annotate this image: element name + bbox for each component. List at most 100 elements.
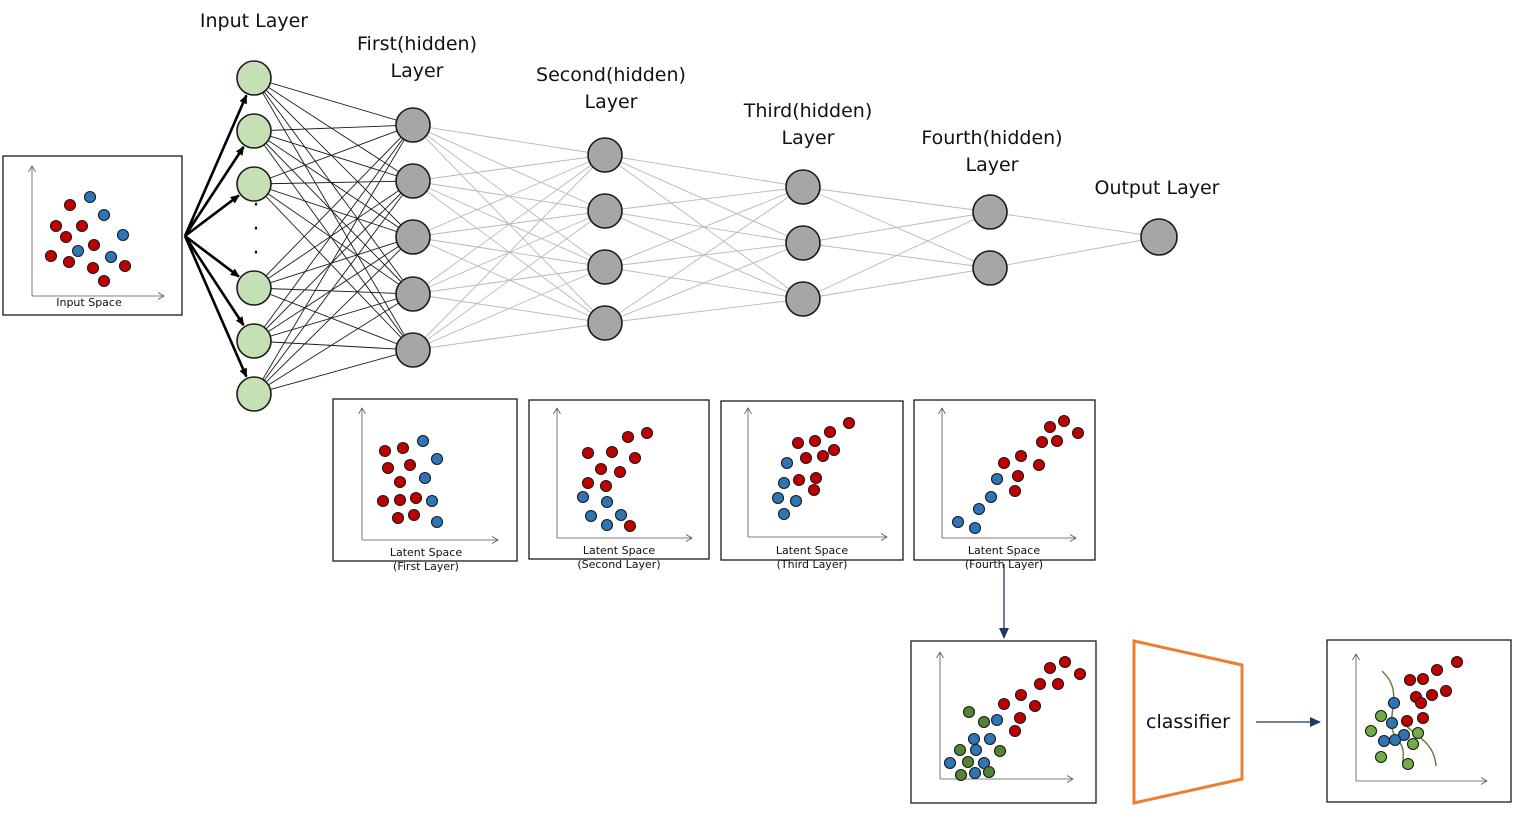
connection-fourth-1-to-output-0 bbox=[989, 236, 1160, 269]
latent_clusters-point-4 bbox=[1051, 677, 1065, 691]
first-point-13 bbox=[407, 508, 421, 522]
fourth-point-8 bbox=[990, 472, 1004, 486]
fourth-point-0 bbox=[1057, 414, 1071, 428]
second-panel-frame bbox=[528, 399, 710, 560]
second-point-6 bbox=[613, 465, 627, 479]
input-point-14 bbox=[97, 274, 111, 288]
classified-point-11 bbox=[1416, 711, 1430, 725]
first-panel-caption-1: (First Layer) bbox=[393, 560, 459, 573]
fourth-point-14 bbox=[968, 521, 982, 535]
connection-input-2-to-first-2 bbox=[253, 183, 414, 238]
third-point-9 bbox=[809, 471, 823, 485]
connection-input-0-to-first-4 bbox=[253, 77, 414, 351]
latent_clusters-point-14 bbox=[983, 732, 997, 746]
first-point-0 bbox=[378, 444, 392, 458]
output-layer-node-0 bbox=[1140, 218, 1178, 256]
classified-point-6 bbox=[1425, 688, 1439, 702]
input-layer-node-0 bbox=[236, 60, 272, 96]
input-layer-node-5 bbox=[236, 376, 272, 412]
connection-input-3-to-first-0 bbox=[253, 124, 414, 289]
fourth-point-10 bbox=[1008, 484, 1022, 498]
input-ellipsis-dot-0: · bbox=[253, 193, 260, 218]
connection-input-2-to-first-1 bbox=[253, 180, 414, 185]
connection-input-2-to-first-3 bbox=[253, 183, 414, 295]
connections bbox=[253, 77, 1160, 395]
classified-point-18 bbox=[1406, 737, 1420, 751]
input-layer-node-2 bbox=[236, 166, 272, 202]
latent_clusters-point-21 bbox=[954, 768, 968, 782]
first-point-1 bbox=[396, 441, 410, 455]
classified-point-14 bbox=[1397, 728, 1411, 742]
third-point-14 bbox=[777, 507, 791, 521]
second-layer-label: Second(hidden)Layer bbox=[536, 64, 686, 113]
first-point-5 bbox=[430, 452, 444, 466]
classified-point-8 bbox=[1414, 696, 1428, 710]
first-point-2 bbox=[416, 434, 430, 448]
input-arrow-1 bbox=[183, 146, 245, 237]
first-point-4 bbox=[403, 458, 417, 472]
second-layer-node-3 bbox=[587, 305, 623, 341]
second-point-5 bbox=[594, 462, 608, 476]
classified-point-17 bbox=[1388, 733, 1402, 747]
input-point-4 bbox=[75, 219, 89, 233]
connection-input-4-to-first-4 bbox=[253, 340, 414, 351]
connection-input-0-to-first-0 bbox=[253, 77, 414, 126]
second-layer-node-1 bbox=[587, 193, 623, 229]
classified-point-19 bbox=[1374, 750, 1388, 764]
second-point-11 bbox=[614, 508, 628, 522]
input-panel-caption-0: Input Space bbox=[56, 296, 122, 309]
fourth-point-13 bbox=[951, 515, 965, 529]
second-point-4 bbox=[628, 451, 642, 465]
connection-input-1-to-first-1 bbox=[253, 130, 414, 182]
latent_clusters-point-0 bbox=[1058, 655, 1072, 669]
input-arrow-5 bbox=[183, 235, 248, 378]
first-point-14 bbox=[430, 515, 444, 529]
second-panel-caption-0: Latent Space bbox=[583, 544, 655, 557]
latent_clusters-point-1 bbox=[1043, 661, 1057, 675]
classified-point-12 bbox=[1385, 716, 1399, 730]
input-ellipsis: ··· bbox=[253, 193, 260, 266]
latent_clusters-point-17 bbox=[993, 744, 1007, 758]
third-point-12 bbox=[771, 491, 785, 505]
connection-input-3-to-first-3 bbox=[253, 287, 414, 295]
connection-fourth-0-to-output-0 bbox=[989, 211, 1160, 238]
first-point-6 bbox=[393, 475, 407, 489]
third-layer-node-0 bbox=[785, 169, 821, 205]
classified-point-10 bbox=[1400, 714, 1414, 728]
nodes bbox=[236, 60, 1178, 412]
latent_clusters-point-11 bbox=[977, 715, 991, 729]
second-panel-caption-1: (Second Layer) bbox=[577, 558, 660, 571]
classified-point-4 bbox=[1439, 684, 1453, 698]
input-arrow-3 bbox=[184, 234, 240, 278]
input-point-9 bbox=[44, 249, 58, 263]
first-layer-node-0 bbox=[395, 107, 431, 143]
input-point-2 bbox=[97, 208, 111, 222]
fourth-point-6 bbox=[997, 456, 1011, 470]
second-point-14 bbox=[623, 519, 637, 533]
input-point-0 bbox=[63, 198, 77, 212]
input-scatter-panel: Input Space bbox=[2, 155, 183, 316]
fourth-point-11 bbox=[984, 490, 998, 504]
connection-input-3-to-first-1 bbox=[253, 180, 414, 289]
fourth-point-2 bbox=[1071, 426, 1085, 440]
connection-input-1-to-first-0 bbox=[253, 124, 414, 132]
third-point-11 bbox=[807, 483, 821, 497]
connection-input-5-to-first-0 bbox=[253, 124, 414, 395]
third-panel-caption-1: (Third Layer) bbox=[777, 558, 848, 571]
input-point-12 bbox=[86, 261, 100, 275]
first-layer-node-3 bbox=[395, 276, 431, 312]
connection-first-4-to-second-0 bbox=[412, 154, 606, 351]
classified-point-2 bbox=[1403, 673, 1417, 687]
latent_clusters-point-9 bbox=[990, 713, 1004, 727]
input-point-3 bbox=[49, 219, 63, 233]
connection-second-0-to-third-0 bbox=[604, 154, 804, 188]
classified-point-3 bbox=[1416, 672, 1430, 686]
fourth-panel-caption-0: Latent Space bbox=[968, 544, 1040, 557]
fourth-layer-node-0 bbox=[972, 194, 1008, 230]
input-point-10 bbox=[104, 250, 118, 264]
second-layer-node-0 bbox=[587, 137, 623, 173]
first-layer-node-2 bbox=[395, 219, 431, 255]
input-arrow-0 bbox=[183, 94, 248, 237]
connection-input-5-to-first-1 bbox=[253, 180, 414, 395]
